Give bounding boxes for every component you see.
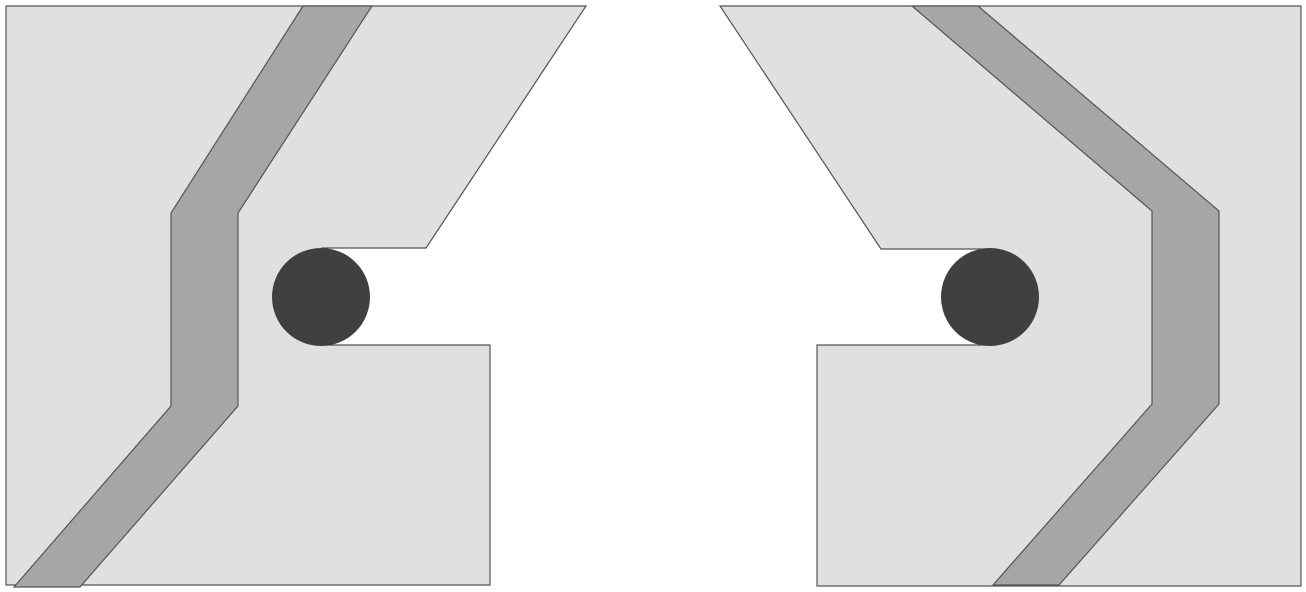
right-assembly (718, 5, 1302, 587)
left-assembly (5, 5, 588, 588)
right-band (910, 5, 1220, 586)
right-circle (941, 248, 1039, 346)
left-circle (272, 248, 370, 346)
left-band (12, 5, 374, 588)
